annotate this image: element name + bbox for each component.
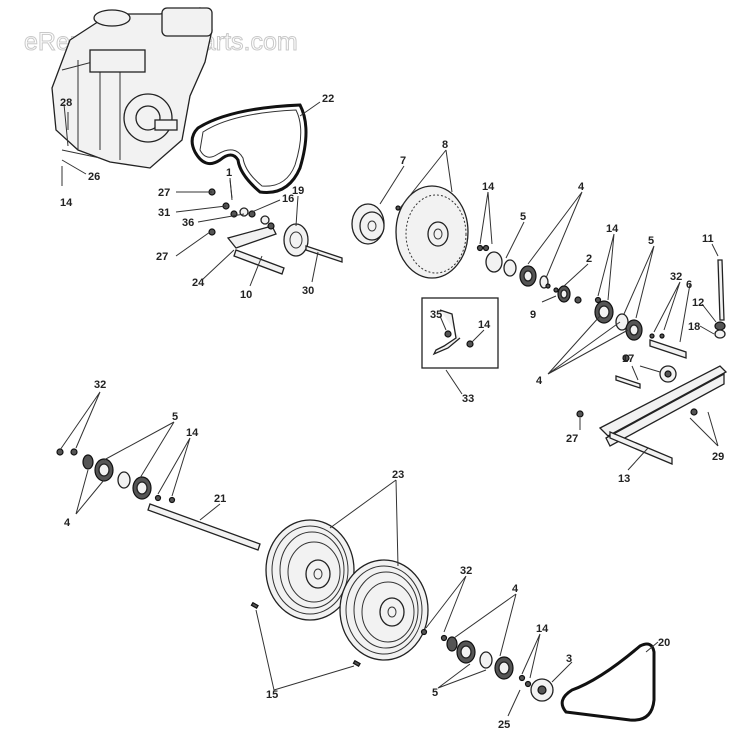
callout-19: 19 (292, 185, 304, 197)
wheel-right (339, 559, 429, 661)
callout-25: 25 (498, 719, 510, 731)
callout-5b: 5 (648, 235, 654, 247)
callout-14c: 14 (606, 223, 619, 235)
callout-14e: 14 (186, 427, 199, 439)
callout-4c: 4 (64, 517, 71, 529)
callout-23: 23 (392, 469, 404, 481)
callout-22: 22 (322, 93, 334, 105)
callout-15: 15 (266, 689, 278, 701)
callout-31: 31 (158, 207, 170, 219)
callout-27b: 27 (156, 251, 168, 263)
wheel-left (265, 519, 355, 621)
callout-2: 2 (586, 253, 592, 265)
left-bearings (56, 448, 176, 504)
jackshaft-bearings (476, 244, 582, 304)
callout-29: 29 (712, 451, 724, 463)
callout-14: 14 (60, 197, 73, 209)
pulley-7 (351, 203, 385, 245)
large-pulley-8 (395, 185, 469, 279)
callout-10: 10 (240, 289, 252, 301)
drive-belt-22 (190, 103, 308, 194)
callout-9: 9 (530, 309, 536, 321)
axle-21 (147, 503, 261, 551)
callout-36: 36 (182, 217, 194, 229)
callout-4b: 4 (536, 375, 543, 387)
detail-box-33 (421, 297, 499, 369)
callout-21: 21 (214, 493, 226, 505)
callout-14b: 14 (482, 181, 495, 193)
callout-7: 7 (400, 155, 406, 167)
frame-bracket-29 (576, 365, 728, 465)
callout-13: 13 (618, 473, 630, 485)
engine-illustration (51, 7, 213, 169)
callout-27c: 27 (566, 433, 578, 445)
right-bearings (594, 259, 726, 389)
callout-3: 3 (566, 653, 572, 665)
callout-18: 18 (688, 321, 700, 333)
callout-32c: 32 (460, 565, 472, 577)
callout-8: 8 (442, 139, 448, 151)
callout-17: 17 (622, 353, 634, 365)
callout-5d: 5 (432, 687, 438, 699)
callout-14d: 14 (478, 319, 491, 331)
callout-16: 16 (282, 193, 294, 205)
callout-5c: 5 (172, 411, 178, 423)
leader-lines (59, 101, 719, 717)
callout-33: 33 (462, 393, 474, 405)
belt-20 (560, 642, 656, 722)
callout-4d: 4 (512, 583, 519, 595)
callout-32b: 32 (94, 379, 106, 391)
callout-12: 12 (692, 297, 704, 309)
callout-1: 1 (226, 167, 232, 179)
callout-26: 26 (88, 171, 100, 183)
callout-24: 24 (192, 277, 205, 289)
lower-bearings (420, 628, 554, 702)
callout-32: 32 (670, 271, 682, 283)
callout-20: 20 (658, 637, 670, 649)
callout-30: 30 (302, 285, 314, 297)
callout-27: 27 (158, 187, 170, 199)
callout-14f: 14 (536, 623, 549, 635)
callout-4: 4 (578, 181, 585, 193)
callout-11: 11 (702, 233, 714, 245)
callout-35: 35 (430, 309, 442, 321)
callout-28: 28 (60, 97, 72, 109)
callout-5: 5 (520, 211, 526, 223)
callout-6: 6 (686, 279, 692, 291)
callout-labels: 28 22 26 14 27 1 31 36 16 19 27 24 10 30… (60, 93, 724, 731)
